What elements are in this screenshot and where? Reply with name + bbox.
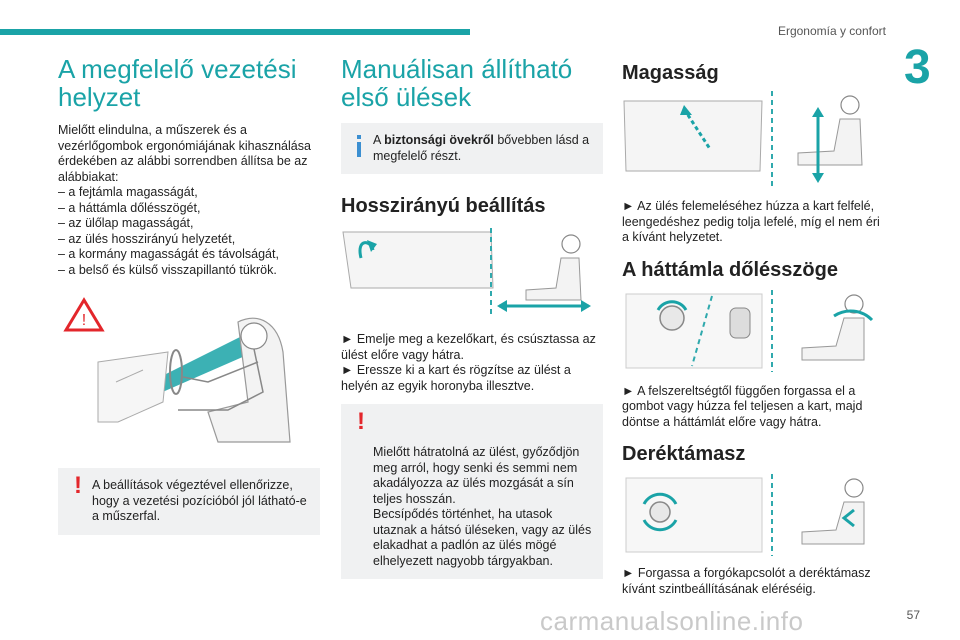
info-note: A biztonsági övekről bővebben lásd a meg… <box>341 123 603 174</box>
header-accent-bar <box>0 29 470 35</box>
chapter-title: Ergonomía y confort <box>777 24 886 38</box>
sightline-beam <box>150 334 254 394</box>
height-adjust-illustration <box>622 91 884 187</box>
list-item: – a belső és külső visszapillantó tükrök… <box>58 262 277 277</box>
svg-text:!: ! <box>82 312 86 329</box>
lumbar-arrow-icon <box>841 508 855 528</box>
info-text-pre: A <box>373 133 385 147</box>
section-title-driving-position: A megfelelő vezetési helyzet <box>58 54 297 112</box>
subsection-title-backrest: A háttámla dőlésszöge <box>622 258 838 281</box>
rotary-knob-icon <box>659 304 685 331</box>
subsection-title-height: Magasság <box>622 62 719 84</box>
dashboard-outline <box>97 351 169 423</box>
lumbar-adjust-illustration <box>622 474 884 556</box>
column-driving-position: A megfelelő vezetési helyzet Mielőtt eli… <box>58 55 320 535</box>
list-item: – a háttámla dőlésszögét, <box>58 200 201 215</box>
lumbar-knob-icon <box>649 501 671 523</box>
exclamation-icon: ! <box>74 472 82 499</box>
watermark: carmanualsonline.info <box>540 606 804 636</box>
list-item: – az ülőlap magasságát, <box>58 216 194 230</box>
lumbar-instruction: ► Forgassa a forgókapcsolót a deréktámas… <box>622 566 871 596</box>
driver-arm <box>182 361 259 383</box>
longitudinal-step-1: ► Emelje meg a kezelőkart, és csúsztassa… <box>341 332 596 362</box>
list-item: – a kormány magasságát és távolságát, <box>58 247 279 261</box>
backrest-instruction: ► A felszereltségtől függően forgassa el… <box>622 383 863 429</box>
driver-body <box>178 348 264 411</box>
warning-text: A beállítások végeztével ellenőrizze, ho… <box>92 478 307 523</box>
seat-base-closeup <box>342 231 494 289</box>
column-manual-seats: Manuálisan állítható első ülések A bizto… <box>341 55 603 579</box>
exclamation-icon: ! <box>357 408 365 435</box>
warning-text: Mielőtt hátratolná az ülést, győződjön m… <box>373 445 592 568</box>
warning-note: ! A beállítások végeztével ellenőrizze, … <box>58 468 320 535</box>
section-title-manual-seats: Manuálisan állítható első ülések <box>341 54 573 112</box>
info-link-seatbelts[interactable]: biztonsági övekről <box>384 133 494 147</box>
longitudinal-adjust-illustration <box>341 228 603 318</box>
recline-arrow-icon <box>833 309 874 321</box>
info-text-post: bővebben lásd a megfelelő részt. <box>373 133 590 163</box>
chapter-number: 3 <box>904 41 931 94</box>
subsection-title-longitudinal: Hosszirányú beállítás <box>341 195 546 217</box>
warning-note: ! Mielőtt hátratolná az ülést, győződjön… <box>341 404 603 579</box>
page-number: 57 <box>906 608 920 622</box>
steering-wheel <box>169 349 183 395</box>
list-item: – az ülés hosszirányú helyzetét, <box>58 231 236 246</box>
warning-triangle-icon <box>63 297 105 332</box>
height-instruction: ► Az ülés felemeléséhez húzza a kart fel… <box>622 199 880 244</box>
info-icon <box>357 135 361 157</box>
longitudinal-step-2: ► Eressze ki a kart és rögzítse az ülést… <box>341 363 571 393</box>
subsection-title-lumbar: Deréktámasz <box>622 443 746 465</box>
backrest-adjust-illustration <box>622 289 884 372</box>
column-adjustments: Magasság ► Az ülés felemeléséhez húzza a… <box>622 55 884 597</box>
driver-head <box>240 322 268 350</box>
driver-position-illustration: ! <box>58 292 320 452</box>
lever-arrow-icon <box>682 108 712 150</box>
list-item: – a fejtámla magasságát, <box>58 185 198 199</box>
intro-paragraph: Mielőtt elindulna, a műszerek és a vezér… <box>58 123 311 184</box>
adjustment-order-list: – a fejtámla magasságát, – a háttámla dő… <box>58 185 320 278</box>
passenger-head <box>561 234 581 254</box>
